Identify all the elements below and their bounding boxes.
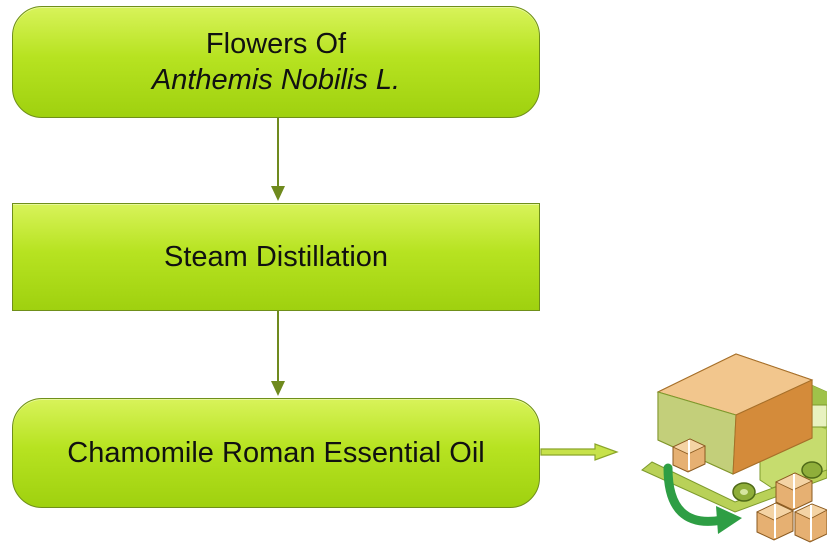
delivery-truck-icon [641,353,827,543]
arrow-oil-to-delivery [540,443,619,461]
cardboard-boxes-icon [756,472,827,543]
arrow-distillation-to-oil [271,311,285,396]
flowchart-node-steam-distillation: Steam Distillation [12,203,540,311]
node-steam-distillation-label: Steam Distillation [163,240,389,273]
node-essential-oil-label: Chamomile Roman Essential Oil [67,436,485,469]
flowchart-node-essential-oil: Chamomile Roman Essential Oil [12,398,540,508]
arrow-flowers-to-distillation [271,118,285,201]
flowchart-node-flowers: Flowers Of Anthemis Nobilis L. [12,6,540,118]
node-flowers-line1: Flowers Of [205,27,347,60]
node-flowers-line2: Anthemis Nobilis L. [151,64,401,96]
